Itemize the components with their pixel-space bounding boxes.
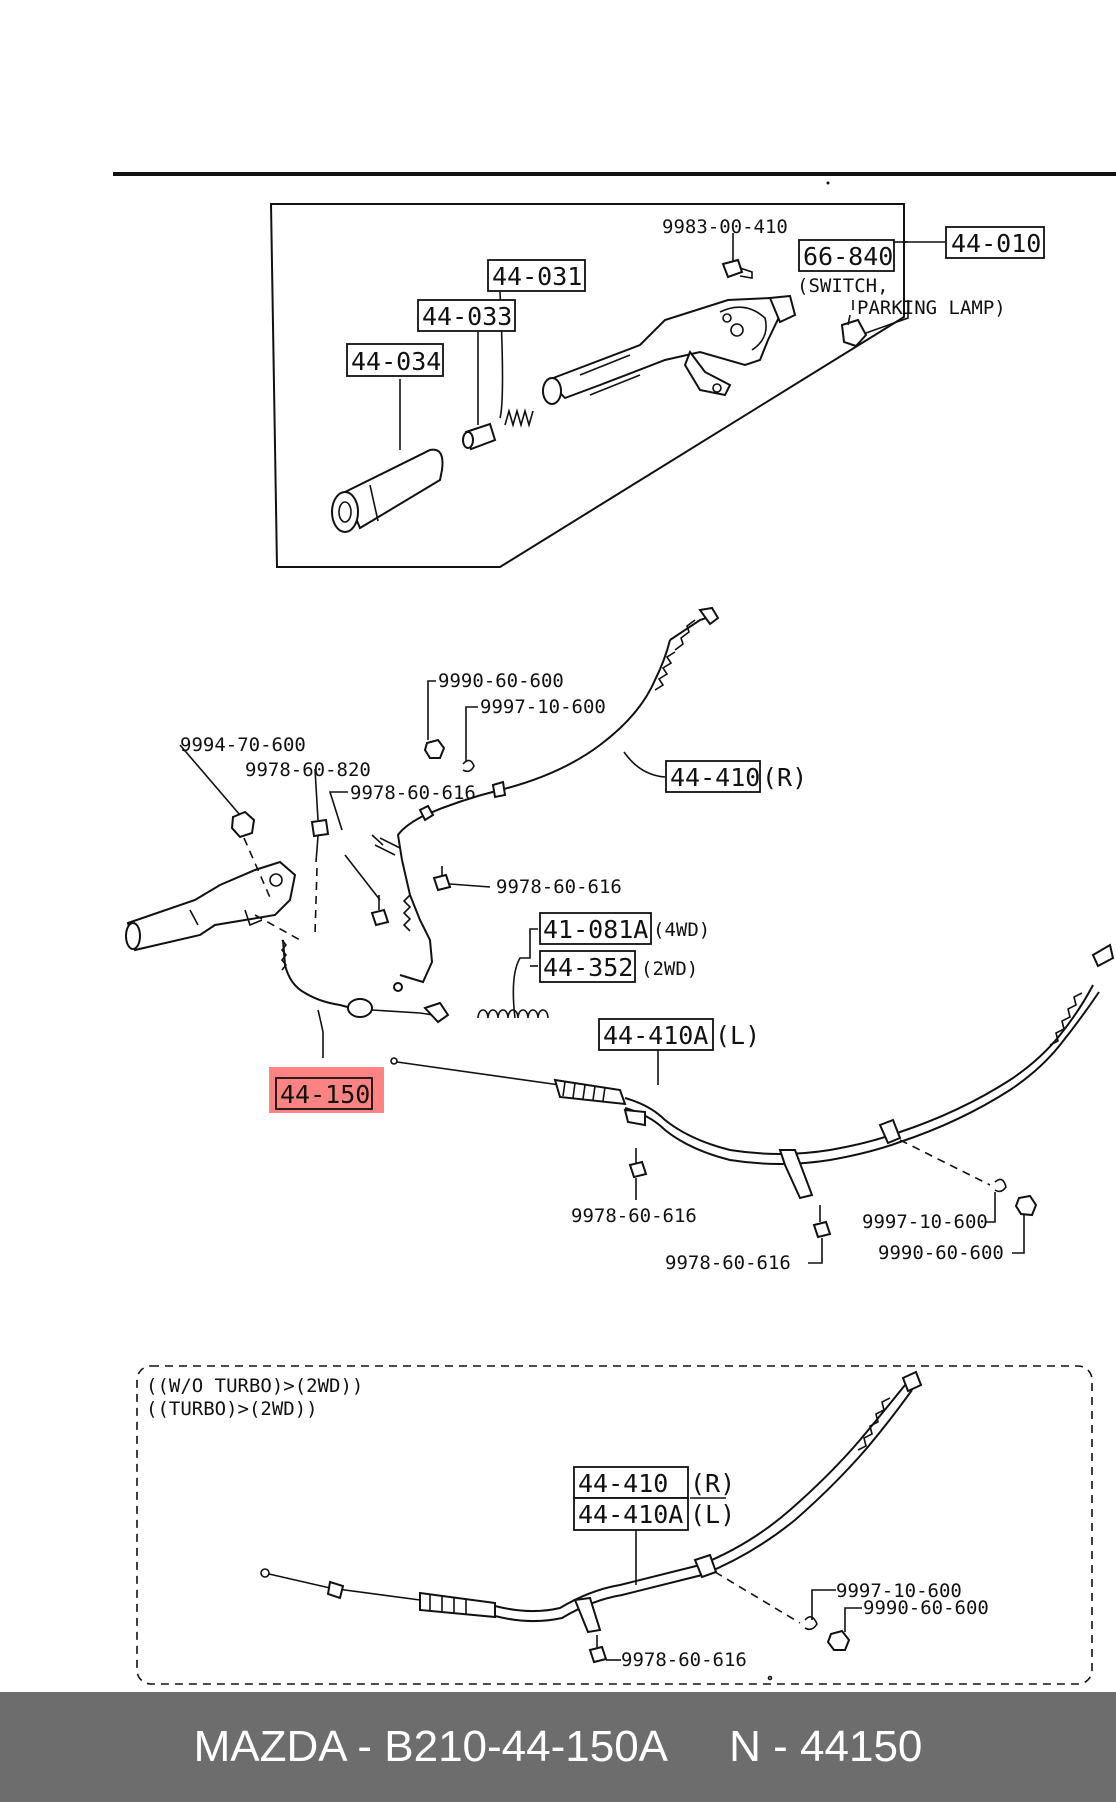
label-44-150: 44-150 [280,1080,370,1109]
label-9990-60-600-bot: 9990-60-600 [878,1242,1004,1264]
label-44-010: 44-010 [951,229,1041,258]
lever-assembly: 44-010 66-840 (SWITCH, PARKING LAMP) 998… [269,203,1045,568]
label-9983-00-410: 9983-00-410 [662,216,788,238]
variant-cable [260,1370,923,1634]
nut-9994-70-600 [230,810,256,839]
clip-9997-10-600-top [462,759,475,773]
label-44-410: 44-410 [670,763,760,792]
box-44-031 [487,259,586,292]
label-9994-70-600: 9994-70-600 [180,734,306,756]
label-9978-60-616-b: 9978-60-616 [496,876,622,898]
box-44-010 [945,226,1045,259]
bolt-9983-00-410 [721,258,753,279]
box-44-150 [275,1077,373,1110]
box-44-352 [539,950,636,983]
nut-9990-60-600-bot [1014,1194,1038,1217]
bolt-9978-60-616-c [628,1148,648,1179]
parking-brake-diagram: 44-010 66-840 (SWITCH, PARKING LAMP) 998… [113,172,1116,1685]
label-41-081a: 41-081A [543,915,648,944]
label-r: (R) [762,763,807,792]
label-9978-60-616-c: 9978-60-616 [571,1205,697,1227]
highlight-44-150[interactable] [269,1067,384,1113]
cable-assembly: 9990-60-600 9997-10-600 9994-70-600 9978… [125,606,1115,1274]
bolt-9978-60-820 [310,818,330,863]
label-9978-60-616-d: 9978-60-616 [665,1252,791,1274]
label-9978-60-820: 9978-60-820 [245,759,371,781]
variant-label-9997-10-600: 9997-10-600 [836,1580,962,1602]
variant-bolt-9978 [588,1635,608,1664]
variant-label-9978-60-616: 9978-60-616 [621,1649,747,1671]
variant-line1: ((W/O TURBO)>(2WD)) [146,1375,363,1397]
speck [826,181,830,185]
equalizer [393,859,434,992]
footer-ref-number: N - 44150 [729,1722,923,1771]
footer-bar: MAZDA - B210-44-150A N - 44150 [0,1692,1116,1802]
variant-label-44-410: 44-410 [578,1469,668,1498]
box-41-081a [539,912,652,945]
footer-spacer [668,1722,729,1772]
variant-label-l: (L) [690,1500,735,1529]
button-44-033 [462,422,497,451]
bolt-9978-60-616-low [370,895,390,927]
spring-44-031 [504,408,534,428]
bolt-9978-60-616-d [812,1205,832,1239]
return-spring [477,1009,549,1019]
right-cable-44-410 [371,606,720,861]
label-66-840: 66-840 [803,242,893,271]
variant-line2: ((TURBO)>(2WD)) [146,1398,318,1420]
label-44-352: 44-352 [543,953,633,982]
switch-66-840 [840,314,868,348]
box-44-033 [417,299,516,332]
label-44-410a: 44-410A [603,1021,708,1050]
brake-lever [542,294,797,405]
label-9997-10-600-top: 9997-10-600 [480,696,606,718]
label-44-034: 44-034 [351,347,441,376]
lever-assembly-frame [269,203,905,568]
variant-section: ((W/O TURBO)>(2WD)) ((TURBO)>(2WD)) [136,1365,1093,1685]
left-cable-44-410a [390,943,1115,1200]
variant-frame [136,1365,1093,1685]
label-switch: (SWITCH, [797,275,889,297]
variant-box-44-410a [573,1497,689,1531]
label-parking-lamp: PARKING LAMP) [857,297,1006,319]
footer-part-number: MAZDA - B210-44-150A [193,1722,669,1771]
label-44-033: 44-033 [422,302,512,331]
variant-nut-9990 [826,1629,851,1651]
box-66-840 [798,239,895,272]
small-lever [125,860,297,952]
bolt-9978-60-616-mid [432,866,452,892]
box-44-410a [598,1018,714,1051]
variant-label-9990-60-600: 9990-60-600 [863,1597,989,1619]
label-l: (L) [715,1021,760,1050]
label-9978-60-616-a: 9978-60-616 [350,782,476,804]
nut-9990-60-600-top [423,738,446,759]
grip-44-034 [331,448,444,533]
variant-label-44-410a: 44-410A [578,1500,683,1529]
label-2wd: (2WD) [641,958,698,980]
label-44-031: 44-031 [492,262,582,291]
front-cable-44-150 [280,939,450,1024]
variant-box-44-410 [573,1466,689,1499]
variant-label-r: (R) [690,1469,735,1498]
label-9990-60-600-top: 9990-60-600 [438,670,564,692]
label-4wd: (4WD) [653,919,710,941]
label-9997-10-600-bot: 9997-10-600 [862,1211,988,1233]
clip-9997-10-600-bot [994,1178,1007,1193]
box-44-034 [346,343,444,377]
box-44-410 [665,760,761,793]
variant-clip-9997 [804,1616,818,1631]
